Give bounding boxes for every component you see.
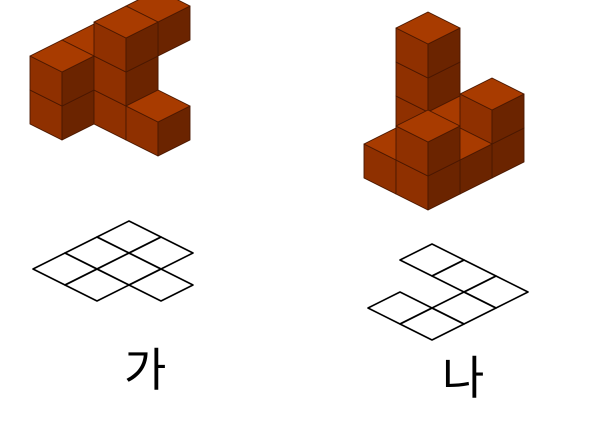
cube (125, 89, 191, 157)
grid-cell (32, 252, 98, 286)
figure-na (363, 11, 529, 341)
base-plan-ga (32, 220, 194, 302)
cube (93, 5, 159, 73)
grid-cell (399, 243, 465, 277)
cube-top-face (29, 39, 95, 73)
cube (395, 109, 461, 177)
grid-cell (128, 268, 194, 302)
grid-cell (96, 220, 162, 254)
cube-top-face (459, 77, 525, 111)
cube (29, 39, 95, 107)
cube-top-face (93, 5, 159, 39)
grid-cell (431, 259, 497, 293)
figure-label-na: 나 (442, 351, 485, 405)
base-plan-na (367, 243, 529, 341)
grid-cell (128, 236, 194, 270)
cube-top-face (395, 11, 461, 45)
grid-cell (431, 291, 497, 325)
cube-stack-na (363, 11, 525, 211)
cube-top-face (125, 89, 191, 123)
figure-ga (29, 0, 194, 302)
grid-cell (367, 291, 433, 325)
grid-cell (399, 307, 465, 341)
grid-cell (96, 252, 162, 286)
grid-cell (64, 268, 130, 302)
grid-cell (463, 275, 529, 309)
grid-cell (64, 236, 130, 270)
cube-top-face (395, 109, 461, 143)
cube-stack-ga (29, 0, 191, 157)
cube (395, 11, 461, 79)
figure-label-ga: 가 (124, 343, 167, 397)
